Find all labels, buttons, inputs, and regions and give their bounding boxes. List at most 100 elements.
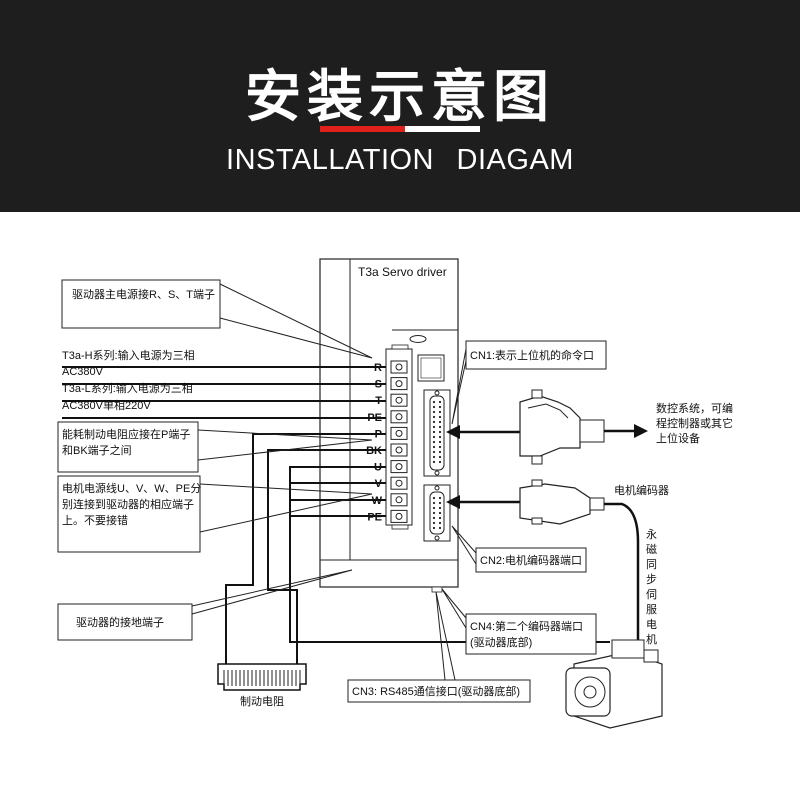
terminal-screw-6 — [390, 460, 408, 474]
callout-main-power: 驱动器主电源接R、S、T端子 — [61, 279, 373, 359]
connector-pin — [432, 501, 436, 505]
input-h-text-1: T3a-H系列:输入电源为三相 — [62, 348, 195, 362]
page-title: 安装示意图 — [245, 65, 555, 130]
connector-pin — [438, 440, 442, 444]
page-subtitle: INSTALLATION DIAGAM — [226, 144, 574, 176]
connector-pin — [432, 425, 436, 429]
connector-pin — [438, 511, 442, 515]
power-input-lines — [62, 366, 386, 419]
cn4-text-1: CN4:第二个编码器端口 — [470, 619, 583, 633]
cn4-text-2: (驱动器底部) — [470, 635, 532, 649]
connector-pin — [438, 405, 442, 409]
motor-wire-text-3: 上。不要接错 — [62, 513, 128, 527]
connector-pin — [438, 460, 442, 464]
brake-text-2: 和BK端子之间 — [62, 443, 132, 457]
controller-text-2: 程控制器或其它 — [656, 416, 733, 430]
connector-pin — [432, 430, 436, 434]
cn3-text: CN3: RS485通信接口(驱动器底部) — [352, 684, 520, 698]
terminal-screw-8 — [390, 493, 408, 507]
terminal-screw-head-3 — [395, 413, 403, 421]
connector-pin — [432, 440, 436, 444]
connector-pin — [438, 516, 442, 520]
callout-brake: 能耗制动电阻应接在P端子 和BK端子之间 — [57, 421, 373, 473]
connector-pin — [432, 460, 436, 464]
terminal-screw-head-2 — [395, 396, 403, 404]
cn1-text: CN1:表示上位机的命令口 — [470, 348, 594, 362]
terminal-screw-head-7 — [395, 479, 403, 487]
ground-text: 驱动器的接地端子 — [76, 615, 164, 629]
connector-pin — [432, 400, 436, 404]
terminal-screw-7 — [390, 476, 408, 490]
header-banner: 安装示意图 INSTALLATION DIAGAM — [0, 0, 800, 212]
driver-label: T3a Servo driver — [358, 265, 447, 279]
cn1-cable — [446, 389, 648, 465]
controller-text-3: 上位设备 — [656, 431, 700, 445]
connector-pin — [432, 405, 436, 409]
connector-pin — [432, 410, 436, 414]
terminal-screw-5 — [390, 443, 408, 457]
connector-pin — [438, 501, 442, 505]
terminal-screw-head-8 — [395, 496, 403, 504]
terminal-screw-head-1 — [395, 380, 403, 388]
main-power-text: 驱动器主电源接R、S、T端子 — [72, 287, 215, 301]
input-h-text-2: AC380V — [62, 366, 104, 378]
connector-pin — [438, 506, 442, 510]
terminal-label-7: V — [375, 478, 383, 490]
connector-pin — [438, 435, 442, 439]
callout-cn3: CN3: RS485通信接口(驱动器底部) — [347, 591, 531, 703]
terminal-screw-9 — [390, 509, 408, 523]
connector-pin — [438, 430, 442, 434]
connector-pin — [432, 455, 436, 459]
terminal-screw-3 — [390, 410, 408, 424]
connector-pin — [438, 400, 442, 404]
title-underline-red — [320, 126, 405, 132]
connector-pin — [438, 425, 442, 429]
connector-pin — [438, 521, 442, 525]
callout-cn2: CN2:电机编码器端口 — [451, 525, 587, 573]
terminal-screw-2 — [390, 393, 408, 407]
callout-motor-wires: 电机电源线U、V、W、PE分 别连接到驱动器的相应端子 上。不要接错 — [57, 475, 373, 553]
connector-pin — [432, 521, 436, 525]
cn2-cable — [446, 479, 640, 648]
connector-pin — [438, 445, 442, 449]
connector-pin — [438, 420, 442, 424]
connector-pin — [438, 455, 442, 459]
connector-pin — [438, 526, 442, 530]
callout-ground: 驱动器的接地端子 — [57, 569, 353, 641]
servo-motor — [565, 639, 663, 729]
connector-pin — [432, 415, 436, 419]
motor-vertical-label: 永磁同步伺服电机 — [646, 527, 657, 646]
terminal-screw-head-5 — [395, 446, 403, 454]
terminal-screw-0 — [390, 360, 408, 374]
terminal-screw-head-4 — [395, 429, 403, 437]
encoder-text: 电机编码器 — [614, 483, 669, 497]
input-l-text-1: T3a-L系列:输入电源为三相 — [62, 381, 193, 395]
connector-pin — [432, 516, 436, 520]
output-wiring — [225, 433, 610, 664]
callout-cn4: CN4:第二个编码器端口 (驱动器底部) — [441, 588, 597, 655]
brake-text-1: 能耗制动电阻应接在P端子 — [62, 427, 190, 441]
terminal-screw-head-9 — [395, 512, 403, 520]
controller-text-1: 数控系统，可编 — [656, 401, 733, 415]
connector-pin — [432, 435, 436, 439]
terminal-screw-head-6 — [395, 463, 403, 471]
connector-pin — [438, 450, 442, 454]
callout-cn1: CN1:表示上位机的命令口 — [451, 340, 607, 425]
connector-pin — [432, 511, 436, 515]
braking-resistor: 制动电阻 — [217, 663, 307, 708]
motor-wire-text-2: 别连接到驱动器的相应端子 — [62, 497, 194, 511]
cn2-text: CN2:电机编码器端口 — [480, 553, 582, 567]
cn1-port — [423, 389, 451, 477]
connector-pin — [438, 415, 442, 419]
resistor-label: 制动电阻 — [240, 695, 284, 708]
connector-pin — [432, 506, 436, 510]
motor-wire-text-1: 电机电源线U、V、W、PE分 — [62, 481, 201, 495]
connector-pin — [432, 496, 436, 500]
terminal-screw-1 — [390, 377, 408, 391]
terminal-screw-head-0 — [395, 363, 403, 371]
cn3-cn4-bottom-port — [431, 586, 443, 593]
connector-pin — [438, 410, 442, 414]
